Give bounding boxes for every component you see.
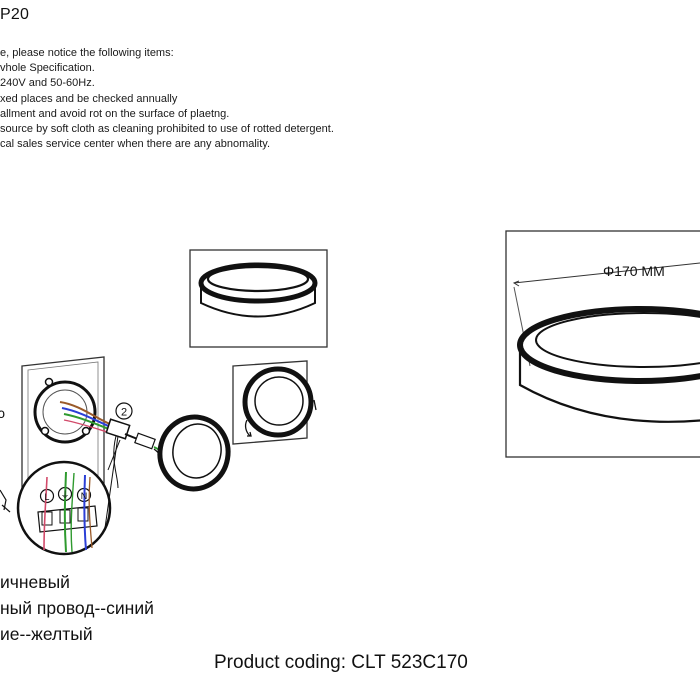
notice-item: allment and avoid rot on the surface of … [0,107,230,120]
notice-item: e, please notice the following items: [0,47,174,59]
page-title: P20 [0,6,30,23]
step-marker-partial: ɔ [0,405,5,421]
lamp-body-small [157,414,231,492]
notice-item: 240V and 50-60Hz. [0,77,95,90]
notice-item: xed places and be checked annually [0,92,178,105]
notice-item: source by soft cloth as cleaning prohibi… [0,123,334,136]
svg-text:2: 2 [121,407,127,419]
dimension-panel [505,230,700,458]
legend-line: ичневый [0,572,70,592]
terminal-label-earth: ⏚ [60,490,69,501]
screwdriver-icon [0,489,11,513]
lamp-top-view-panel [189,249,328,348]
wire-color-legend: ичневый ный провод--синий ие--желтый [0,569,260,647]
diameter-label: Φ170 MM [603,263,665,279]
terminal-connector [105,418,173,489]
legend-line: ие--желтый [0,624,93,644]
terminal-label-live: L [44,492,49,502]
notice-item: cal sales service center when there are … [0,138,271,151]
step-marker-2: 2 [115,402,133,420]
terminal-label-neutral: N [81,491,88,501]
legend-line: ный провод--синий [0,598,154,618]
notice-item: vhole Specification. [0,62,95,75]
lamp-mounted-view [232,360,317,445]
wall-plate-junction [21,356,105,493]
notice-list: e, please notice the following items: vh… [0,46,420,152]
terminal-zoom-circle [16,435,121,556]
product-code: Product coding: CLT 523C170 [214,652,468,673]
